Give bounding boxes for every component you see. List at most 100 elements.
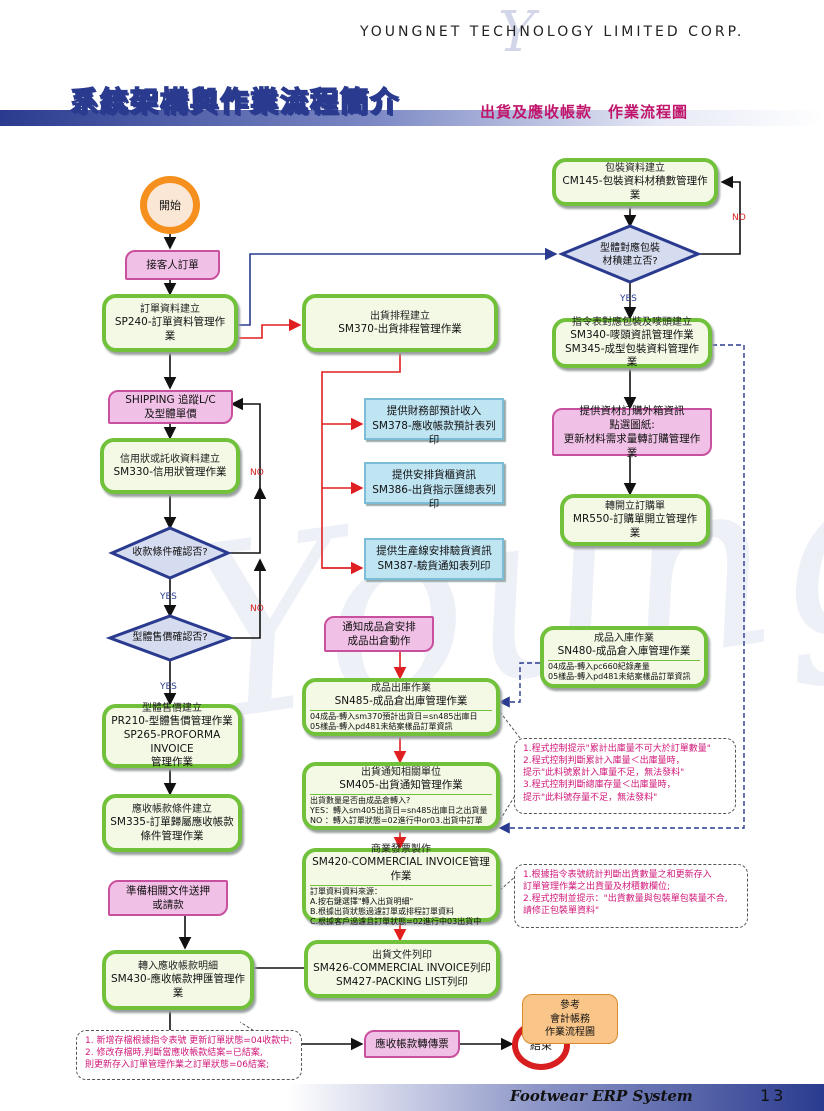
ref-line: 參考 (560, 1000, 580, 1011)
invoice-n4: C.根據客戶過濾且訂單狀態=02進行中03出貨中 (310, 917, 482, 927)
ship-notice-n3: NO ：轉入訂單狀態=02進行中or03.出貨中訂單 (310, 816, 483, 826)
note1-line: 提示"此料號累計入庫量不足，無法發料" (523, 768, 685, 779)
prepare-docs-l1: 準備相關文件送押 (126, 884, 210, 897)
ar-cond-box: 應收帳款條件建立 SM335-訂單歸屬應收帳款 條件管理作業 (102, 794, 242, 852)
ar-voucher-label: 應收帳款轉傳票 (375, 1037, 449, 1050)
outer-box-l3: 更新材料需求量轉訂購管理作業 (563, 433, 701, 460)
no-label-credit: NO (250, 468, 264, 478)
note1-line: 提示"此料號存量不足，無法發料" (523, 792, 658, 803)
ar-detail-box: 轉入應收帳款明細 SM430-應收帳款押匯管理作業 (102, 950, 254, 1010)
ship-docs-l3: SM427-PACKING LIST列印 (336, 975, 468, 988)
ar-detail-l1: 轉入應收帳款明細 (138, 960, 218, 972)
order-build-title: 訂單資料建立 (140, 303, 200, 315)
company-name: YOUNGNET TECHNOLOGY LIMITED CORP. (360, 24, 745, 40)
ship-notice-box: 出貨通知相關單位 SM405-出貨通知管理作業 出貨數量是否由成品倉轉入? YE… (302, 762, 500, 830)
stock-in-sub: SN480-成品倉入庫管理作業 (557, 644, 691, 657)
shipping-lc-l2: 及型體單價 (144, 408, 197, 420)
ar-cond-l2: SM335-訂單歸屬應收帳款 (110, 815, 234, 828)
invoice-n2: A.按右鍵選擇"轉入出貨明細" (310, 897, 414, 907)
doc-shipping: 提供安排貨櫃資訊 SM386-出貨指示匯總表列印 (364, 462, 504, 510)
ref-line: 作業流程圖 (545, 1027, 595, 1038)
ar-cond-l3: 條件管理作業 (140, 829, 204, 842)
note2-line: 訂單管理作業之出貨量及材積數欄位; (523, 882, 671, 893)
doc-finance-l1: 提供財務部預計收入 (386, 405, 482, 417)
start-node: 開始 (140, 176, 200, 234)
shipping-lc-tag: SHIPPING 追蹤L/C 及型體單價 (108, 390, 233, 424)
ship-schedule-title: 出貨排程建立 (370, 310, 430, 322)
po-open-box: 轉開立訂購單 MR550-訂購單開立管理作業 (560, 494, 710, 546)
note2-line: 請修正包裝單資料" (523, 906, 600, 917)
stock-in-box: 成品入庫作業 SN480-成品倉入庫管理作業 04成品-轉入pc660紀錄產量 … (540, 626, 708, 688)
page-subtitle: 出貨及應收帳款 作業流程圖 (480, 103, 689, 121)
invoice-box: 商業發票製作 SM420-COMMERCIAL INVOICE管理作業 訂單資料… (302, 844, 500, 926)
note1-line: 3.程式控制判斷總庫存量＜出庫量時， (523, 780, 676, 791)
note3-line: 1. 新增存檔根據指令表號 更新訂單狀態=04收款中; (85, 1036, 293, 1046)
price-build-l1: 型體售價建立 (142, 703, 202, 715)
note3-line: 則更新存入訂單管理作業之訂單狀態=06結案; (85, 1060, 270, 1071)
note-invoice: 1.根據指令表號統計判斷出貨數量之和更新存入 訂單管理作業之出貨量及材積數欄位;… (514, 864, 748, 928)
ship-docs-title: 出貨文件列印 (372, 949, 432, 961)
instr-pack-l1: 指令表對應包裝及嘜頭建立 (572, 317, 692, 329)
pack-ok-label: 型體對應包裝 材積建立否? (570, 242, 690, 268)
title-bar (0, 110, 824, 126)
doc-production-l2: SM387-驗貨通知表列印 (377, 559, 491, 572)
notify-warehouse-l1: 通知成品倉安排 (342, 620, 416, 633)
stock-out-title: 成品出庫作業 (371, 682, 431, 694)
note-ar: 1. 新增存檔根據指令表號 更新訂單狀態=04收款中; 2. 修改存檔時,判斷當… (76, 1030, 302, 1080)
notify-warehouse-l2: 成品出倉動作 (347, 635, 411, 647)
pack-diamond (558, 224, 702, 284)
page-number: 13 (760, 1086, 787, 1105)
stock-out-n1: 04成品-轉入sm370預計出貨日=sn485出庫日 (310, 710, 492, 722)
prepare-docs-tag: 準備相關文件送押 或請款 (108, 880, 228, 916)
note2-line: 1.根據指令表號統計判斷出貨數量之和更新存入 (523, 870, 712, 880)
ship-notice-sub: SM405-出貨通知管理作業 (339, 778, 463, 791)
po-open-sub: MR550-訂購單開立管理作業 (572, 512, 698, 539)
ar-cond-l1: 應收帳款條件建立 (132, 803, 212, 815)
start-label: 開始 (159, 199, 181, 212)
po-open-title: 轉開立訂購單 (605, 500, 665, 512)
invoice-title: 商業發票製作 (371, 843, 431, 855)
yes-label-collection: YES (160, 592, 177, 602)
doc-production: 提供生產線安排驗貨資訊 SM387-驗貨通知表列印 (364, 538, 504, 580)
collection-ok-label: 收款條件確認否? (132, 547, 208, 558)
ship-notice-n1: 出貨數量是否由成品倉轉入? (310, 794, 492, 806)
note2-line: 2.程式控制並提示："出貨數量與包裝單包裝量不合, (523, 894, 728, 905)
stock-out-n2: 05樣品-轉入pd481未結案樣品訂單資訊 (310, 722, 453, 732)
ship-docs-l2: SM426-COMMERCIAL INVOICE列印 (313, 961, 491, 974)
receive-order-tag: 接客人訂單 (125, 250, 220, 280)
price-build-l2: PR210-型體售價管理作業 (111, 715, 233, 728)
outer-box-l1: 提供資材訂購外箱資訊 (579, 404, 685, 417)
ship-notice-n2: YES：轉入sm405出貨日=sn485出庫日之出貨量 (310, 806, 488, 816)
doc-production-l1: 提供生產線安排驗貨資訊 (376, 545, 492, 557)
collection-diamond (108, 526, 232, 580)
stock-out-box: 成品出庫作業 SN485-成品倉出庫管理作業 04成品-轉入sm370預計出貨日… (302, 678, 500, 736)
price-build-l3: SP265-PROFORMA INVOICE (123, 728, 221, 755)
ship-notice-title: 出貨通知相關單位 (361, 766, 441, 778)
doc-finance-l2: SM378-應收帳款預計表列印 (372, 419, 496, 447)
price-build-l4: 管理作業 (151, 756, 193, 769)
credit-sub: SM330-信用狀管理作業 (113, 465, 227, 478)
price-ok-label: 型體售價確認否? (132, 632, 208, 643)
reference-accounting: 參考 會計帳務 作業流程圖 (522, 994, 618, 1044)
shipping-lc-l1: SHIPPING 追蹤L/C (125, 393, 216, 406)
note1-line: 2.程式控制判斷累計入庫量＜出庫量時， (523, 756, 685, 767)
invoice-n3: B.根據出貨狀態過濾訂單或排程訂單資料 (310, 907, 455, 917)
stock-in-n1: 04成品-轉入pc660紀錄產量 (548, 660, 700, 672)
no-label-pack: NO (732, 213, 746, 223)
footer-title: Footwear ERP System (510, 1087, 693, 1105)
yes-label-price: YES (160, 682, 177, 692)
receive-order-label: 接客人訂單 (146, 258, 199, 271)
pack-ok-l1: 型體對應包裝 (600, 243, 660, 254)
ar-detail-l2: SM430-應收帳款押匯管理作業 (110, 972, 246, 999)
doc-finance: 提供財務部預計收入 SM378-應收帳款預計表列印 (364, 398, 504, 446)
instr-pack-l3: SM345-成型包裝資料管理作業 (564, 342, 700, 369)
stock-out-sub: SN485-成品倉出庫管理作業 (334, 694, 468, 707)
outer-box-tag: 提供資材訂購外箱資訊 點選圖紙: 更新材料需求量轉訂購管理作業 (552, 405, 712, 459)
ar-voucher-tag: 應收帳款轉傳票 (364, 1030, 460, 1058)
doc-shipping-l2: SM386-出貨指示匯總表列印 (372, 483, 496, 511)
page-title: 系統架構與作業流程簡介 (69, 84, 401, 119)
instr-pack-box: 指令表對應包裝及嘜頭建立 SM340-嘜頭資訊管理作業 SM345-成型包裝資料… (552, 317, 712, 369)
notify-warehouse-tag: 通知成品倉安排 成品出倉動作 (324, 616, 434, 652)
ship-schedule-sub: SM370-出貨排程管理作業 (338, 322, 462, 335)
order-build-sub: SP240-訂單資料管理作業 (114, 315, 226, 342)
